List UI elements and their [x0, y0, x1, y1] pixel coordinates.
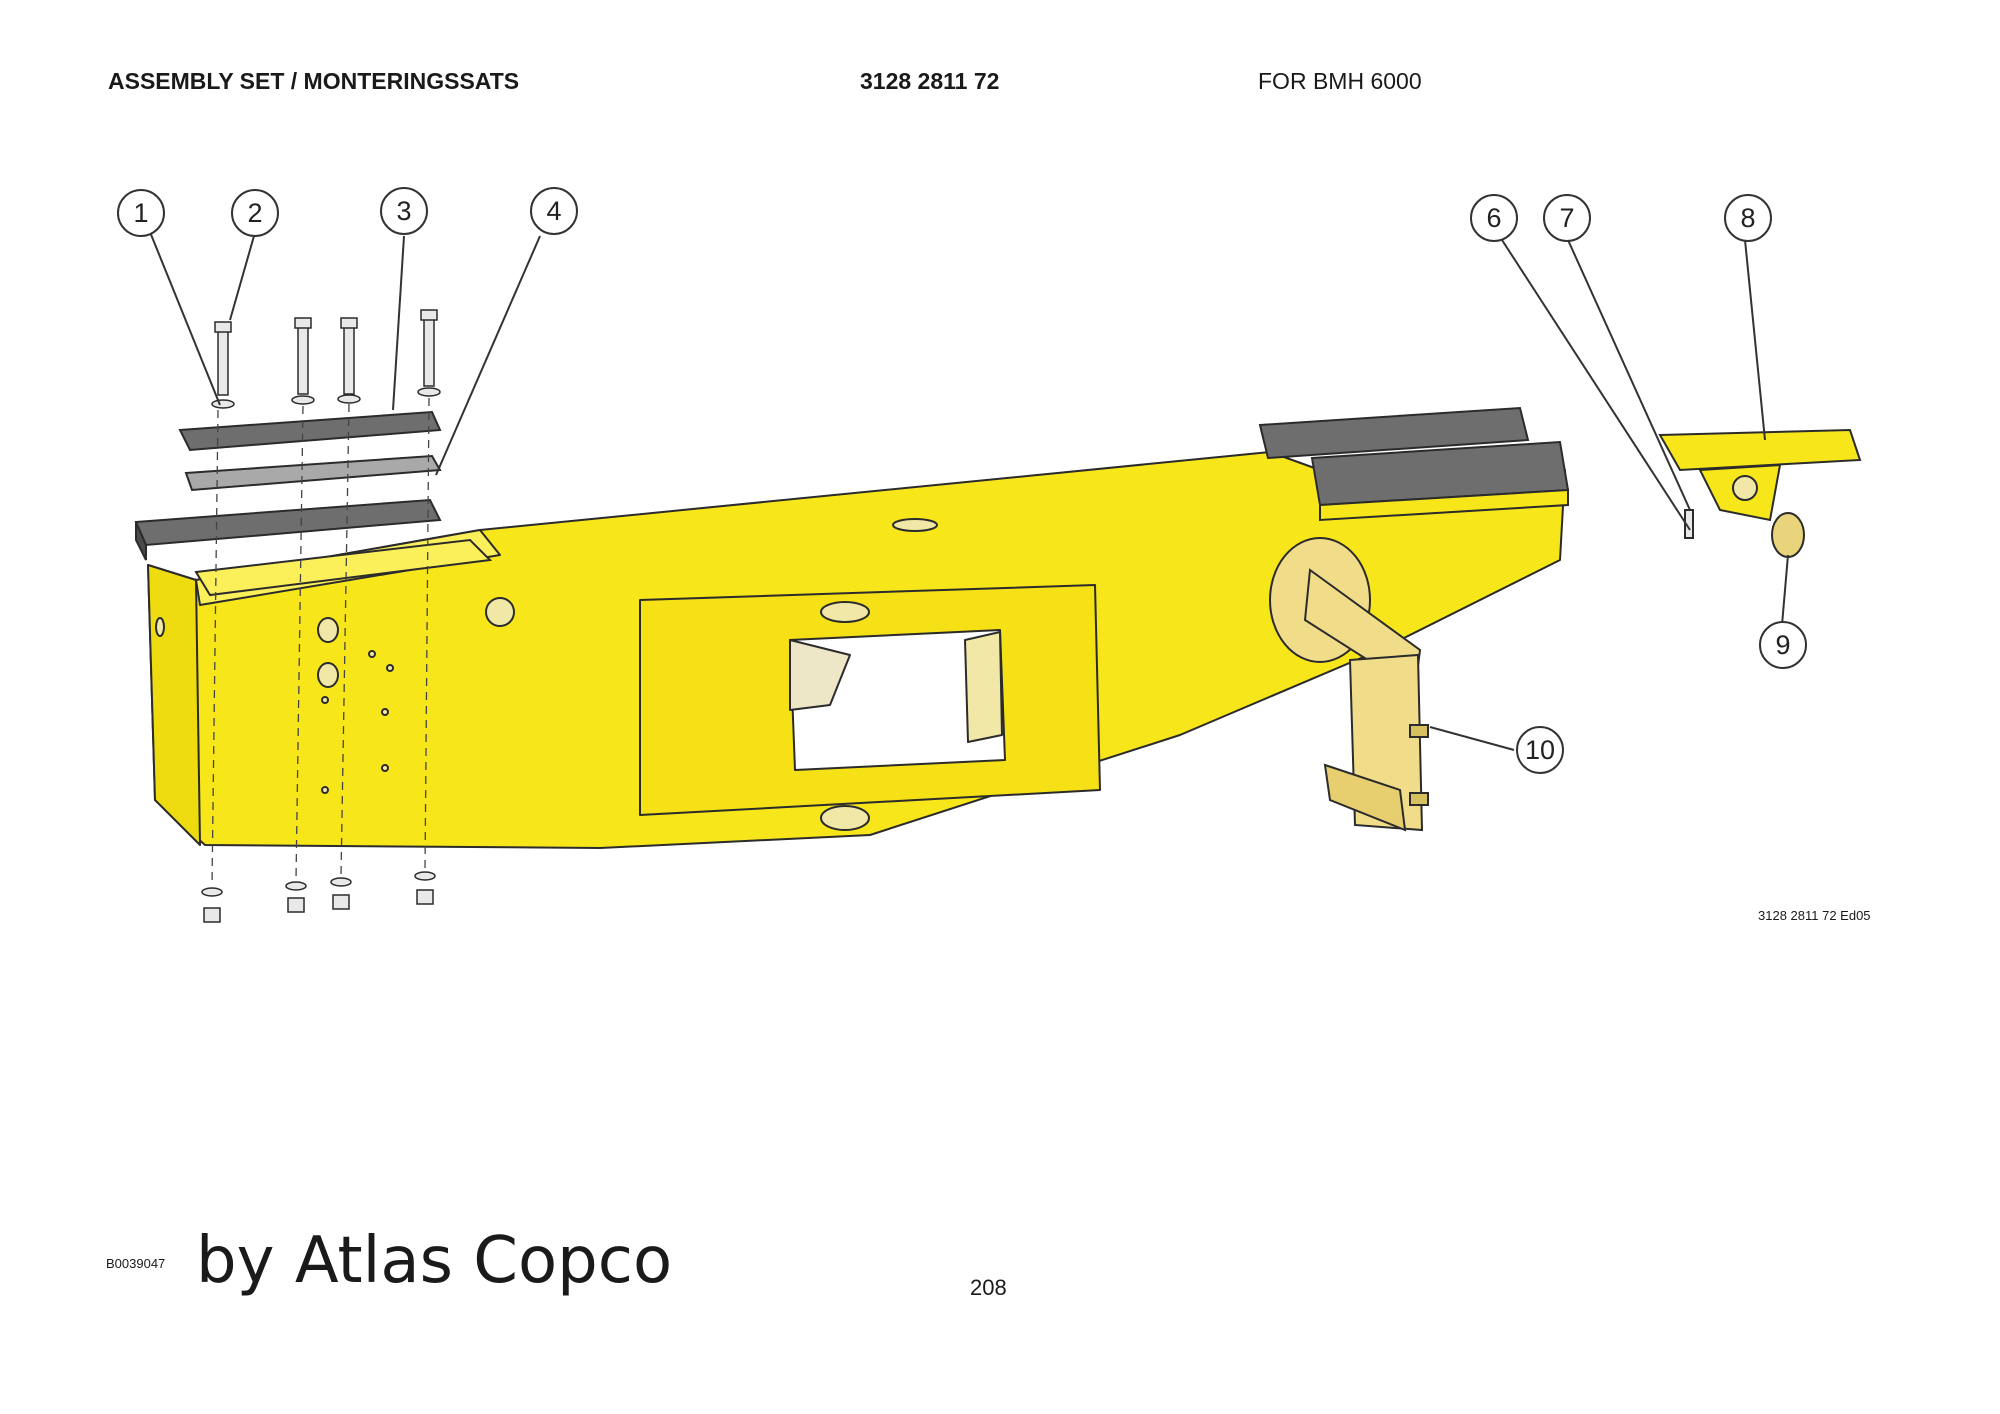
part-number: 3128 2811 72 [860, 68, 1000, 94]
flange-bracket [1269, 537, 1429, 832]
svg-text:7: 7 [1559, 203, 1574, 233]
svg-text:1: 1 [133, 198, 148, 228]
svg-text:3: 3 [396, 196, 411, 226]
callout-9: 6 [1470, 194, 1518, 242]
right-pads [1258, 406, 1570, 522]
callout-7: 9 [1759, 621, 1807, 669]
dashed-bolt-lines [211, 397, 430, 886]
drawing-code: 3128 2811 72 Ed05 [1758, 908, 1871, 923]
frame-beam [147, 451, 1566, 849]
svg-text:8: 8 [1740, 203, 1755, 233]
callout-1: 3 [380, 187, 428, 235]
callout-3: 1 [117, 189, 165, 237]
svg-text:2: 2 [247, 198, 262, 228]
brand-text: by Atlas Copco [196, 1224, 673, 1298]
doc-id: B0039047 [106, 1256, 166, 1271]
left-mounting-plate [134, 410, 493, 597]
page-title: ASSEMBLY SET / MONTERINGSSATS [108, 68, 520, 94]
callouts: 1 2 3 4 6 7 8 9 10 [117, 187, 1807, 774]
svg-text:9: 9 [1775, 630, 1790, 660]
bracket-part-6 [1658, 428, 1862, 558]
callout-4: 2 [231, 189, 279, 237]
page-number: 208 [970, 1275, 1007, 1300]
svg-text:10: 10 [1525, 735, 1555, 765]
bolts-left [211, 309, 441, 409]
callout-6: 8 [1724, 194, 1772, 242]
callout-8: 7 [1543, 194, 1591, 242]
frame-holes [155, 518, 938, 831]
leader-lines [149, 231, 1789, 751]
nuts-left [201, 871, 436, 923]
model-label: FOR BMH 6000 [1258, 68, 1422, 94]
callout-10: 10 [1516, 726, 1564, 774]
svg-text:6: 6 [1486, 203, 1501, 233]
svg-text:4: 4 [546, 196, 561, 226]
callout-2: 4 [530, 187, 578, 235]
